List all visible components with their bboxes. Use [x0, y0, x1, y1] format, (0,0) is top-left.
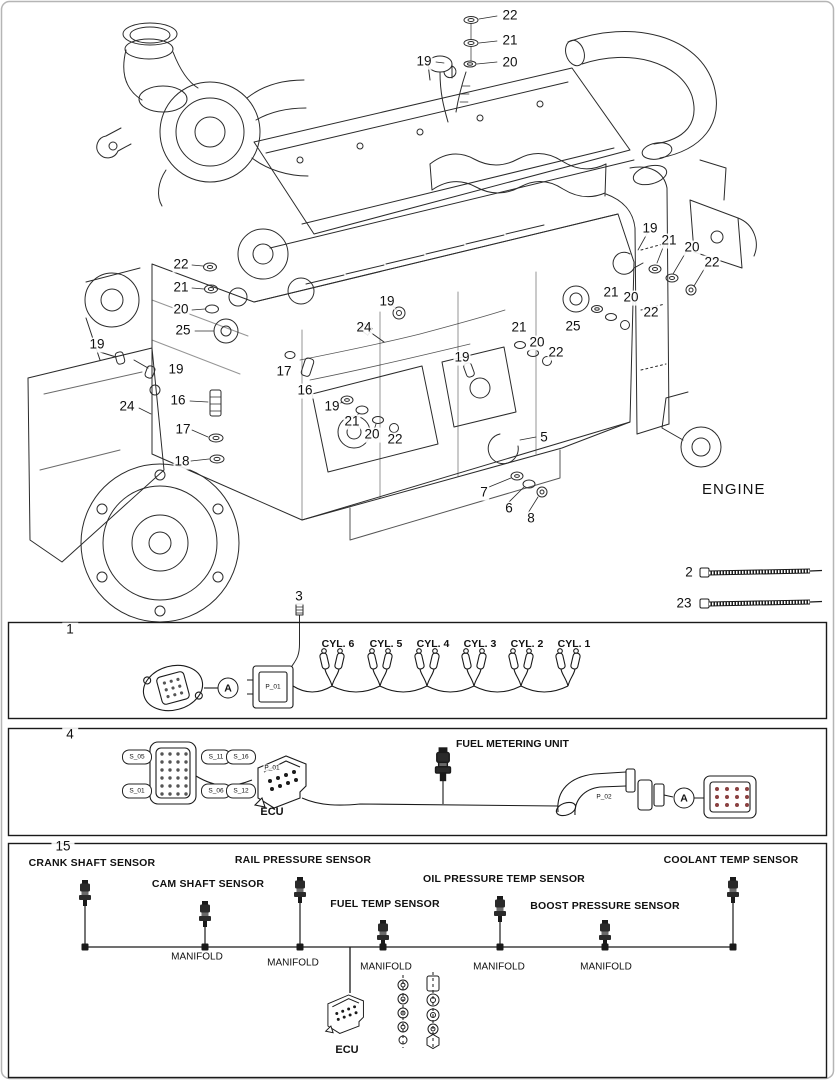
- sensor-label: RAIL PRESSURE SENSOR: [234, 854, 372, 866]
- callout-21: 21: [602, 284, 620, 301]
- callout-24: 24: [355, 319, 373, 336]
- manifold-label: MANIFOLD: [171, 951, 223, 963]
- callout-19: 19: [323, 398, 341, 415]
- sensor-label: OIL PRESSURE TEMP SENSOR: [423, 873, 585, 885]
- callout-20: 20: [683, 239, 701, 256]
- callout-5: 5: [539, 429, 549, 446]
- ref-a-circle-ecu: A: [673, 787, 695, 809]
- cylinder-label: CYL. 1: [557, 638, 591, 650]
- legend-number-23: 23: [675, 595, 693, 612]
- callout-21: 21: [172, 279, 190, 296]
- callout-22: 22: [547, 344, 565, 361]
- callout-20: 20: [172, 301, 190, 318]
- injector-harness-art: [142, 648, 582, 712]
- callout-25: 25: [564, 318, 582, 335]
- cylinder-label: CYL. 4: [416, 638, 450, 650]
- ecu-harness-art: [149, 741, 757, 819]
- part-boxes: [7, 621, 828, 1079]
- ecu-label-box15: ECU: [335, 1044, 359, 1056]
- sensor-label: CRANK SHAFT SENSOR: [28, 857, 156, 869]
- cable-tie-icons: [699, 567, 823, 609]
- callout-19: 19: [167, 361, 185, 378]
- p01-label-injector: P_01: [264, 683, 282, 691]
- callout-24: 24: [118, 398, 136, 415]
- callout-19: 19: [641, 220, 659, 237]
- callout-21: 21: [501, 32, 519, 49]
- p02-label: P_02: [595, 793, 613, 801]
- callout-17: 17: [174, 421, 192, 438]
- cylinder-label: CYL. 2: [510, 638, 544, 650]
- callout-22: 22: [642, 304, 660, 321]
- callout-20: 20: [528, 334, 546, 351]
- manifold-label: MANIFOLD: [473, 961, 525, 973]
- pin-label-S_01: S_01: [122, 783, 152, 799]
- callout-20: 20: [363, 426, 381, 443]
- generated-art: [79, 877, 739, 951]
- callout-3: 3: [294, 588, 304, 605]
- p01-label-ecu: P_01: [263, 764, 281, 772]
- callout-19: 19: [88, 336, 106, 353]
- sensor-label: BOOST PRESSURE SENSOR: [530, 900, 680, 912]
- sensor-label: CAM SHAFT SENSOR: [151, 878, 265, 890]
- pin-label-S_05: S_05: [122, 749, 152, 765]
- callout-21: 21: [510, 319, 528, 336]
- cylinder-label: CYL. 5: [369, 638, 403, 650]
- callout-19: 19: [378, 293, 396, 310]
- cylinder-label: CYL. 3: [463, 638, 497, 650]
- sensor-label: FUEL TEMP SENSOR: [330, 898, 440, 910]
- callout-22: 22: [501, 7, 519, 24]
- callout-21: 21: [343, 413, 361, 430]
- legend-number-2: 2: [684, 564, 694, 581]
- callout-16: 16: [296, 382, 314, 399]
- callout-16: 16: [169, 392, 187, 409]
- callout-21: 21: [660, 232, 678, 249]
- manifold-label: MANIFOLD: [360, 961, 412, 973]
- callout-8: 8: [526, 510, 536, 527]
- callout-25: 25: [174, 322, 192, 339]
- injector-box-number: 1: [62, 622, 78, 638]
- callout-20: 20: [501, 54, 519, 71]
- sensor-label: COOLANT TEMP SENSOR: [663, 854, 799, 866]
- cylinder-label: CYL. 6: [321, 638, 355, 650]
- pin-label-S_16: S_16: [226, 749, 256, 765]
- ref-a-circle-injector: A: [217, 677, 239, 699]
- callout-22: 22: [703, 254, 721, 271]
- sensor-box-number: 15: [51, 839, 75, 855]
- ecu-label-box4: ECU: [260, 806, 284, 818]
- callout-22: 22: [386, 431, 404, 448]
- callout-17: 17: [275, 363, 293, 380]
- sensor-harness-art: [85, 946, 733, 1050]
- engine-label: ENGINE: [702, 481, 766, 498]
- callout-6: 6: [504, 500, 514, 517]
- fuel-metering-unit-label: FUEL METERING UNIT: [456, 738, 569, 750]
- callout-20: 20: [622, 289, 640, 306]
- callout-18: 18: [173, 453, 191, 470]
- ecu-box-number: 4: [62, 727, 78, 743]
- callout-19: 19: [453, 349, 471, 366]
- callout-22: 22: [172, 256, 190, 273]
- callout-7: 7: [479, 484, 489, 501]
- pin-label-S_12: S_12: [226, 783, 256, 799]
- callout-19: 19: [415, 53, 433, 70]
- manifold-label: MANIFOLD: [267, 957, 319, 969]
- manifold-label: MANIFOLD: [580, 961, 632, 973]
